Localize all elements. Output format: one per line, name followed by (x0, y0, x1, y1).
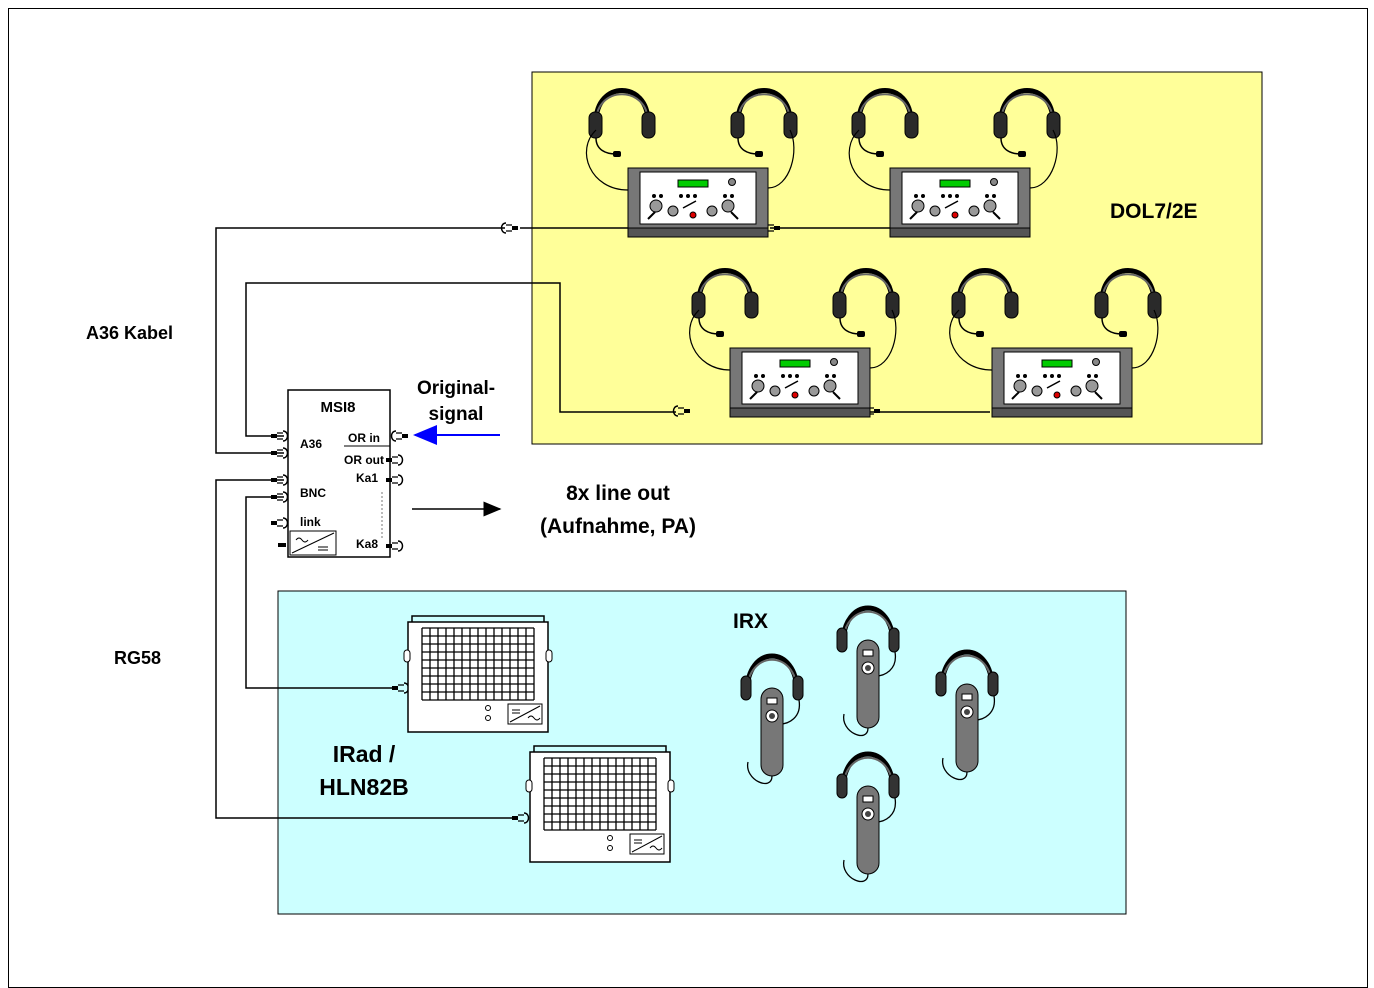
port-or-in: OR in (348, 431, 380, 445)
ir-radiator-icon (403, 615, 553, 733)
irad-label-1: IRad / (333, 741, 396, 767)
irx-label: IRX (733, 610, 768, 633)
interpreter-console-icon (991, 347, 1133, 418)
ir-radiator-icon (525, 745, 675, 863)
interpreter-console-icon (729, 347, 871, 418)
port-ka1: Ka1 (356, 471, 378, 485)
msi8-title: MSI8 (320, 399, 355, 416)
irad-label-2: HLN82B (319, 774, 408, 800)
line-out-label-2: (Aufnahme, PA) (540, 515, 696, 538)
msi8-unit: MSI8 A36 OR in OR out Ka1 BNC link Ka8 (287, 389, 391, 558)
port-a36: A36 (300, 437, 322, 451)
a36-cable-label: A36 Kabel (86, 323, 173, 343)
dol-label: DOL7/2E (1110, 200, 1198, 223)
interpreter-console-icon (627, 167, 769, 238)
original-signal-label-1: Original- (417, 378, 495, 399)
cables (215, 227, 990, 819)
ir-zone (277, 590, 1127, 915)
port-or-out: OR out (344, 453, 384, 467)
port-link: link (300, 515, 321, 529)
original-signal-label-2: signal (429, 404, 484, 425)
interpreter-console-icon (889, 167, 1031, 238)
rg58-label: RG58 (114, 648, 161, 668)
line-out-label-1: 8x line out (566, 482, 670, 505)
port-ka8: Ka8 (356, 537, 378, 551)
port-bnc: BNC (300, 486, 326, 500)
